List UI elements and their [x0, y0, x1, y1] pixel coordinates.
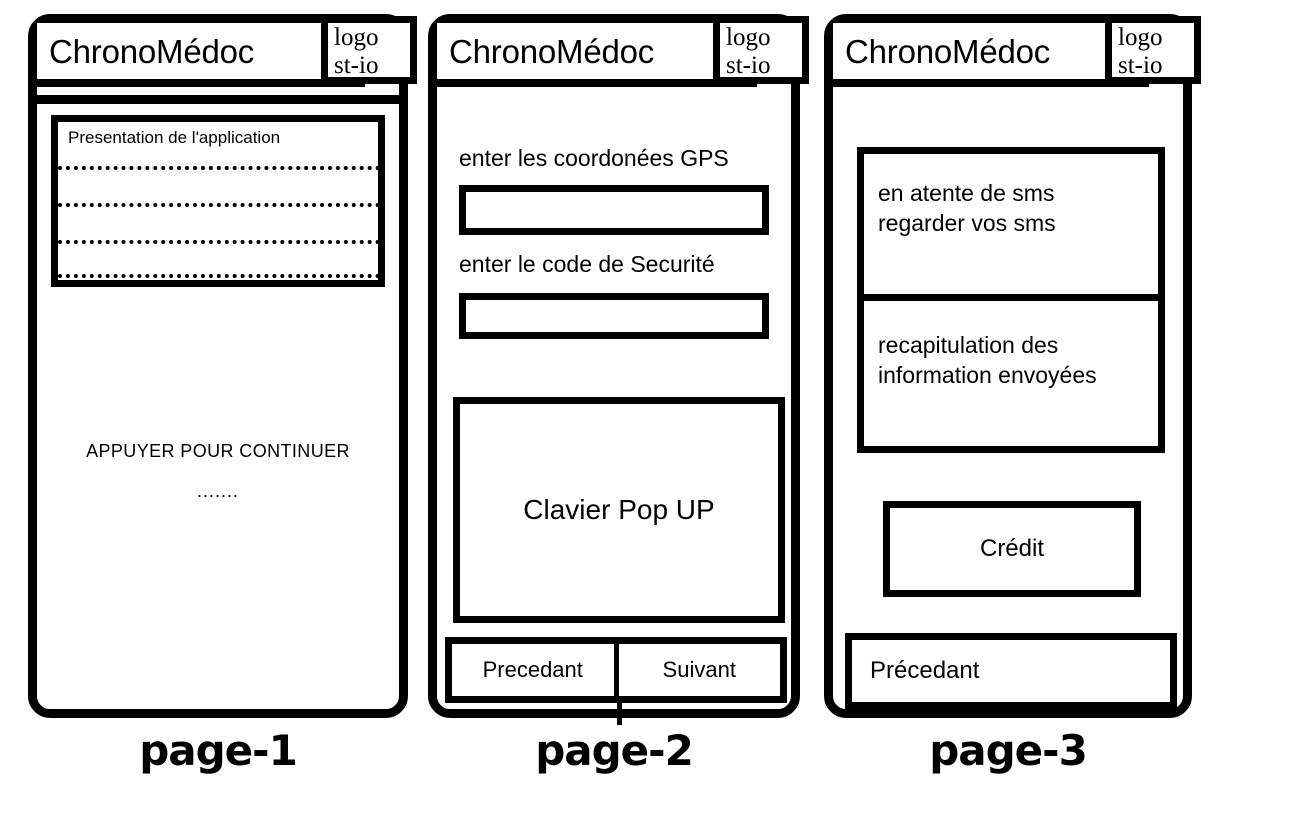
header-divider-bar-page-1	[37, 95, 399, 104]
presentation-dotted-line-3	[58, 240, 380, 244]
navigation-button-row-page-2: Precedant Suivant	[445, 637, 787, 703]
popup-keyboard-area[interactable]: Clavier Pop UP	[453, 397, 785, 623]
credit-button-label: Crédit	[979, 535, 1045, 562]
logo-badge-page-1: logo st-io	[321, 16, 417, 84]
phone-frame-page-1: ChronoMédoc Presentation de l'applicatio…	[28, 14, 408, 718]
sms-status-line-2: regarder vos sms	[878, 210, 1056, 236]
gps-field-label: enter les coordonées GPS	[459, 145, 729, 171]
summary-line-2: information envoyées	[878, 362, 1097, 388]
caption-page-1: page-1	[139, 726, 298, 775]
presentation-title: Presentation de l'application	[68, 128, 281, 147]
press-to-continue-text[interactable]: APPUYER POUR CONTINUER	[86, 441, 350, 461]
app-header-page-1: ChronoMédoc	[37, 23, 365, 87]
caption-page-3: page-3	[929, 726, 1088, 775]
logo-badge-line-1: logo	[726, 24, 771, 51]
app-header-page-2: ChronoMédoc	[437, 23, 757, 87]
presentation-dotted-line-1	[58, 166, 380, 170]
app-title-page-2: ChronoMédoc	[449, 32, 655, 70]
previous-button-page-3[interactable]: Précedant	[845, 633, 1177, 709]
logo-badge-line-2: st-io	[726, 52, 771, 79]
presentation-dotted-line-4	[58, 274, 380, 278]
presentation-dotted-line-2	[58, 203, 380, 207]
credit-button[interactable]: Crédit	[883, 501, 1141, 597]
logo-badge-line-1: logo	[334, 24, 379, 51]
caption-page-2: page-2	[535, 726, 694, 775]
app-title-page-3: ChronoMédoc	[845, 32, 1051, 70]
logo-badge-page-3: logo st-io	[1105, 16, 1201, 84]
gps-input[interactable]	[459, 185, 769, 235]
phone-frame-page-2: ChronoMédoc enter les coordonées GPS ent…	[428, 14, 800, 725]
app-header-page-3: ChronoMédoc	[833, 23, 1149, 87]
sms-status-line-1: en atente de sms	[878, 180, 1055, 206]
presentation-content-box: Presentation de l'application	[51, 115, 385, 287]
navigation-row-divider-tail	[617, 701, 622, 725]
information-summary: recapitulation des information envoyées	[864, 330, 1158, 390]
logo-badge-line-1: logo	[1118, 24, 1163, 51]
previous-button-label-page-3: Précedant	[870, 657, 980, 684]
security-code-field-label: enter le code de Securité	[459, 251, 715, 277]
previous-button-page-2[interactable]: Precedant	[452, 644, 614, 696]
app-title-page-1: ChronoMédoc	[49, 32, 255, 70]
next-button-page-2[interactable]: Suivant	[613, 644, 780, 696]
logo-badge-line-2: st-io	[334, 52, 379, 79]
content-box-divider	[864, 294, 1158, 301]
logo-badge-line-2: st-io	[1118, 52, 1163, 79]
loading-dots-text: .......	[196, 481, 239, 501]
summary-line-1: recapitulation des	[878, 332, 1059, 358]
popup-keyboard-label: Clavier Pop UP	[523, 494, 715, 525]
security-code-input[interactable]	[459, 293, 769, 339]
logo-badge-page-2: logo st-io	[713, 16, 809, 84]
sms-status-content-box: en atente de sms regarder vos sms recapi…	[857, 147, 1165, 453]
phone-frame-page-3: ChronoMédoc en atente de sms regarder vo…	[824, 14, 1192, 718]
sms-waiting-status: en atente de sms regarder vos sms	[864, 178, 1158, 238]
